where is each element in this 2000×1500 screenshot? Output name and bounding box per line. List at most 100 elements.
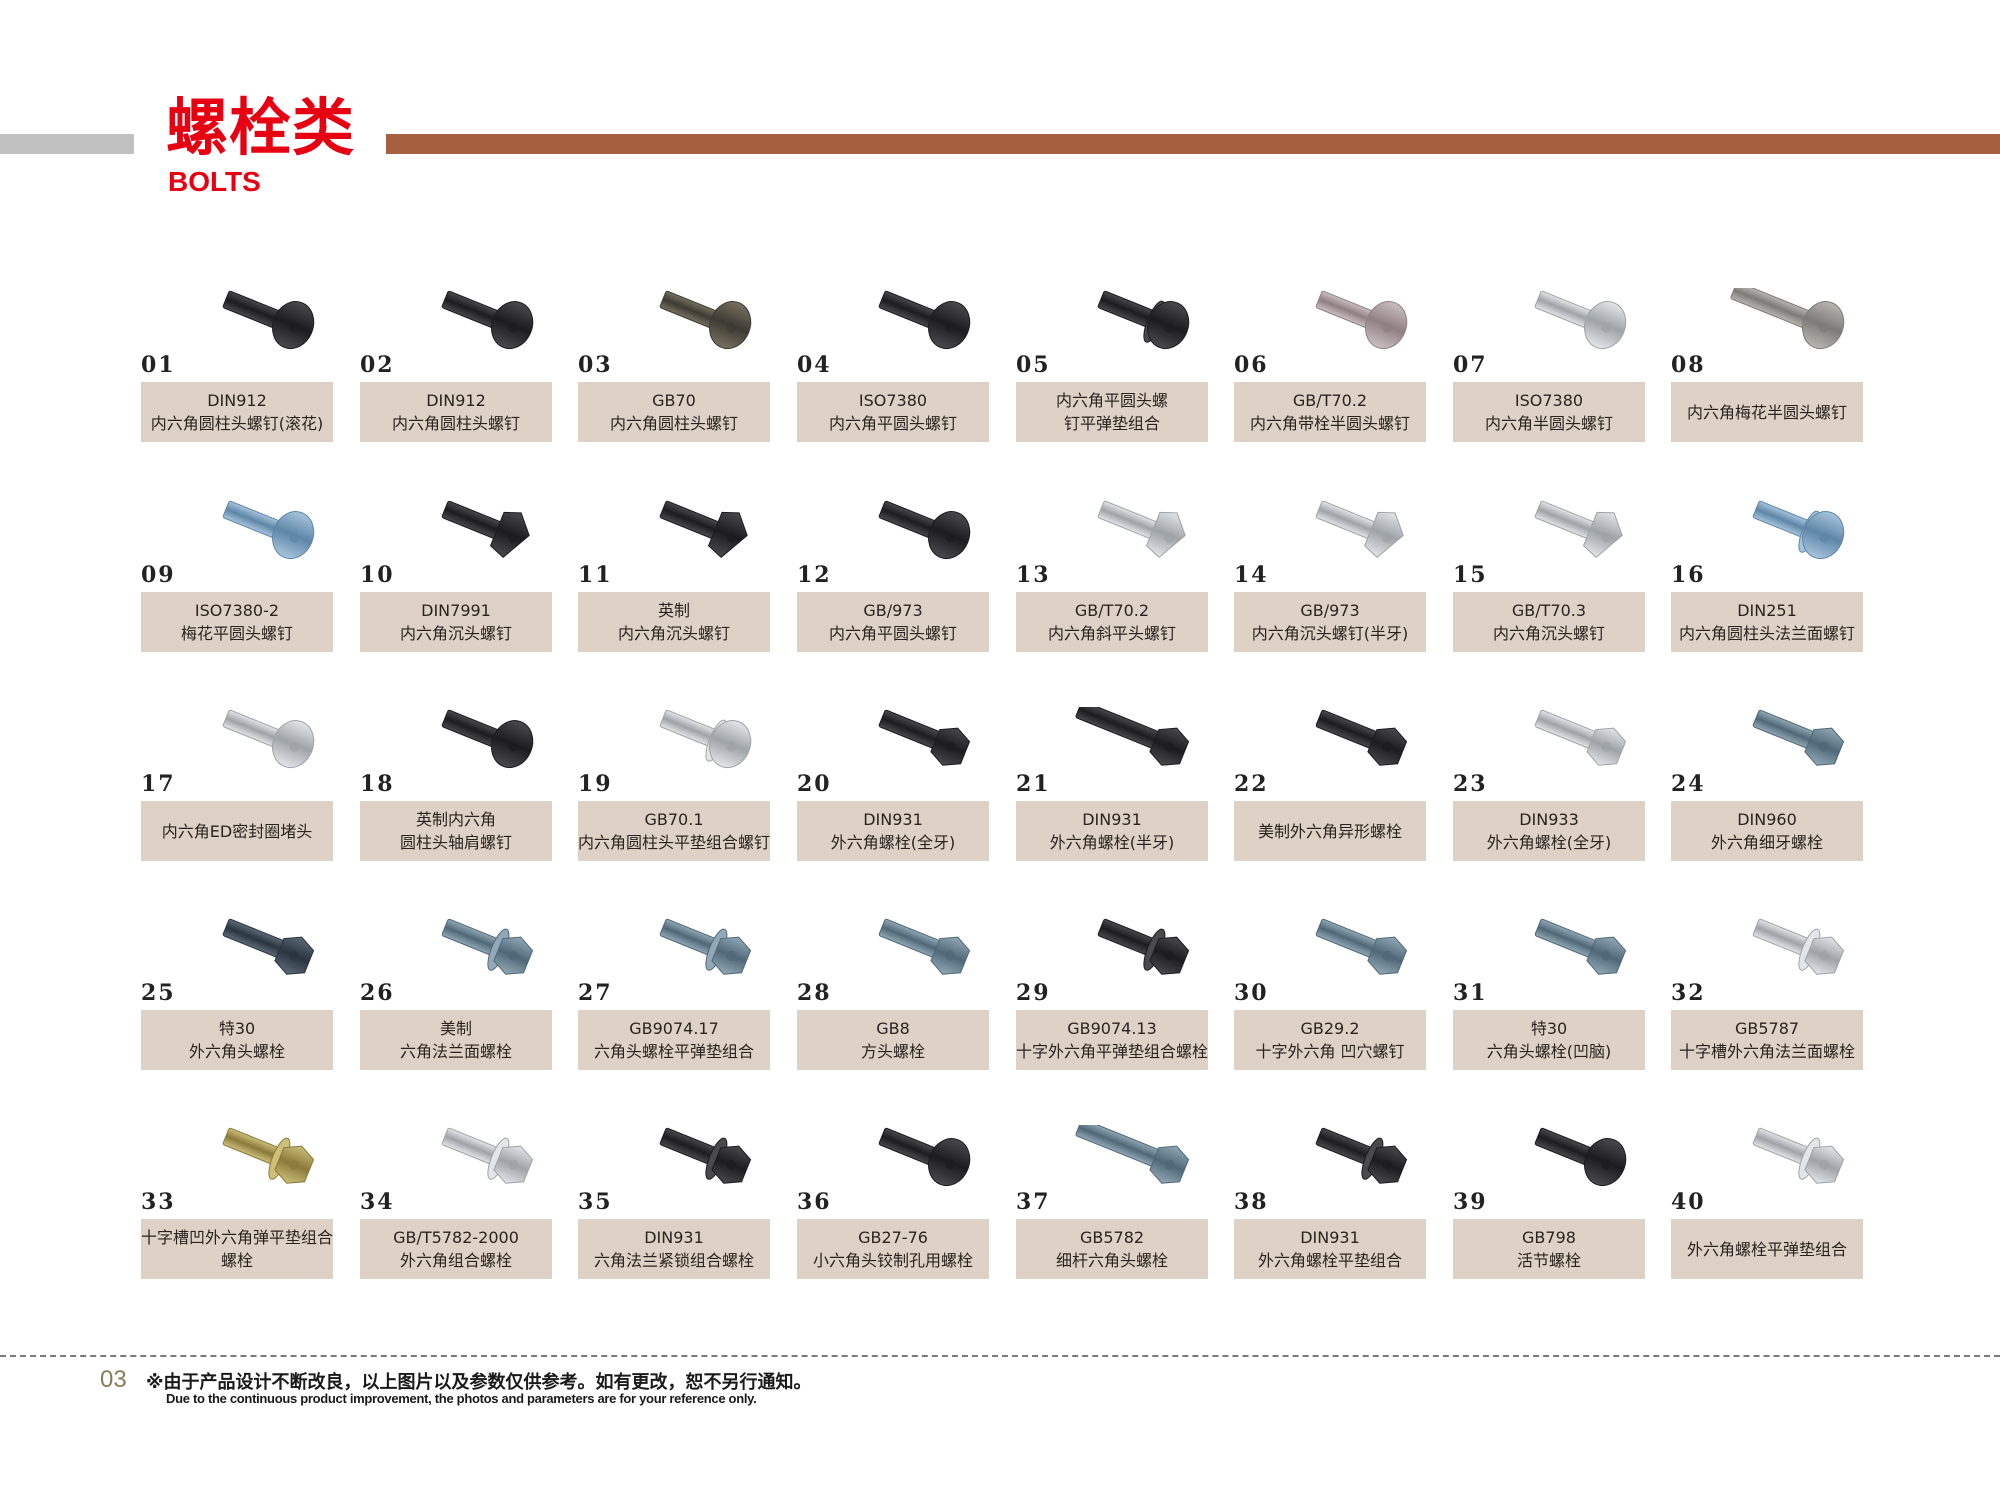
product-item: 31 特30 六角头螺栓(凹脑)	[1453, 916, 1645, 1126]
item-number: 23	[1453, 771, 1488, 797]
item-name: 内六角圆柱头螺钉(滚花)	[150, 414, 324, 433]
bolt-image	[659, 918, 752, 975]
item-number: 10	[360, 562, 395, 588]
product-item: 09 ISO7380-2 梅花平圆头螺钉	[141, 498, 333, 708]
bolt-image	[1752, 1127, 1845, 1184]
item-code: DIN931	[1300, 1228, 1360, 1247]
item-name: 圆柱头轴肩螺钉	[399, 833, 512, 852]
item-code: GB8	[876, 1019, 910, 1038]
item-label: DIN931 外六角螺栓(全牙)	[797, 801, 989, 861]
product-item: 20 DIN931 外六角螺栓(全牙)	[797, 707, 989, 917]
bolt-image	[878, 709, 971, 766]
item-number: 33	[141, 1189, 176, 1215]
item-name: 外六角螺栓(全牙)	[830, 833, 956, 852]
bolt-image	[441, 709, 534, 769]
item-label: 特30 外六角头螺栓	[141, 1010, 333, 1070]
item-number: 05	[1016, 352, 1051, 378]
item-label: GB/T70.2 内六角斜平头螺钉	[1016, 592, 1208, 652]
bolt-image	[1315, 1127, 1408, 1184]
item-code: ISO7380	[1514, 391, 1584, 410]
item-name: 内六角平圆头螺钉	[828, 624, 957, 643]
item-number: 29	[1016, 980, 1051, 1006]
page-title-cn: 螺栓类	[166, 91, 356, 164]
item-name: 内六角沉头螺钉(半牙)	[1251, 624, 1409, 643]
bolt-image	[1752, 918, 1845, 975]
item-code: GB70.1	[644, 810, 704, 829]
item-name: 十字槽外六角法兰面螺栓	[1678, 1042, 1855, 1061]
product-item: 15 GB/T70.3 内六角沉头螺钉	[1453, 498, 1645, 708]
item-name: 内六角平圆头螺钉	[828, 414, 957, 433]
item-label: 美制外六角异形螺栓	[1234, 801, 1426, 861]
item-name: 螺栓	[220, 1251, 253, 1270]
item-label: DIN251 内六角圆柱头法兰面螺钉	[1671, 592, 1863, 652]
item-name: 外六角螺栓平弹垫组合	[1686, 1239, 1847, 1259]
item-name: 活节螺栓	[1516, 1251, 1581, 1270]
item-name: 外六角头螺栓	[188, 1042, 285, 1061]
item-name: 六角头螺栓(凹脑)	[1486, 1042, 1612, 1061]
item-code: 内六角平圆头螺	[1055, 391, 1168, 410]
item-code: ISO7380-2	[194, 601, 280, 620]
item-code: GB/973	[863, 601, 923, 620]
product-item: 25 特30 外六角头螺栓	[141, 916, 333, 1126]
item-name: 六角法兰面螺栓	[399, 1042, 512, 1061]
product-item: 23 DIN933 外六角螺栓(全牙)	[1453, 707, 1645, 917]
item-code: GB5782	[1079, 1228, 1145, 1247]
bolt-image	[878, 1127, 971, 1187]
item-number: 30	[1234, 980, 1269, 1006]
page-title-en: BOLTS	[168, 166, 261, 197]
product-item: 38 DIN931 外六角螺栓平垫组合	[1234, 1125, 1426, 1335]
item-number: 31	[1453, 980, 1488, 1006]
item-number: 11	[578, 562, 613, 588]
item-name: 钉平弹垫组合	[1063, 414, 1160, 433]
bolt-image	[441, 1127, 534, 1184]
item-code: GB70	[652, 391, 696, 410]
item-code: DIN251	[1737, 601, 1797, 620]
item-label: DIN933 外六角螺栓(全牙)	[1453, 801, 1645, 861]
item-number: 16	[1671, 562, 1706, 588]
item-label: 英制 内六角沉头螺钉	[578, 592, 770, 652]
bolt-image	[659, 709, 752, 769]
item-code: GB/T70.2	[1292, 391, 1368, 410]
item-name: 内六角圆柱头螺钉	[391, 414, 520, 433]
bolt-image	[878, 500, 971, 560]
header-bar-right	[386, 134, 2000, 154]
item-name: 细杆六角头螺栓	[1055, 1251, 1168, 1270]
item-label: DIN912 内六角圆柱头螺钉	[360, 382, 552, 442]
product-item: 24 DIN960 外六角细牙螺栓	[1671, 707, 1863, 917]
item-code: DIN960	[1737, 810, 1797, 829]
item-label: 内六角梅花半圆头螺钉	[1671, 382, 1863, 442]
item-number: 38	[1234, 1189, 1269, 1215]
bolt-image	[878, 918, 971, 975]
item-label: 内六角ED密封圈堵头	[141, 801, 333, 861]
bolt-image	[1075, 1125, 1190, 1184]
product-item: 10 DIN7991 内六角沉头螺钉	[360, 498, 552, 708]
item-code: DIN933	[1519, 810, 1579, 829]
item-code: GB/T5782-2000	[393, 1228, 519, 1247]
bolt-image	[1534, 918, 1627, 975]
item-label: GB8 方头螺栓	[797, 1010, 989, 1070]
item-code: GB/T70.3	[1511, 601, 1587, 620]
product-item: 01 DIN912 内六角圆柱头螺钉(滚花)	[141, 288, 333, 498]
item-number: 09	[141, 562, 176, 588]
item-name: 外六角螺栓(全牙)	[1486, 833, 1612, 852]
product-item: 17 内六角ED密封圈堵头	[141, 707, 333, 917]
product-item: 33 十字槽凹外六角弹平垫组合 螺栓	[141, 1125, 333, 1335]
item-name: 六角法兰紧锁组合螺栓	[593, 1251, 754, 1270]
item-label: GB798 活节螺栓	[1453, 1219, 1645, 1279]
item-name: 内六角圆柱头螺钉	[609, 414, 738, 433]
item-name: 内六角圆柱头法兰面螺钉	[1678, 624, 1855, 643]
item-code: GB/T70.2	[1074, 601, 1150, 620]
header-bar-left	[0, 134, 134, 154]
bolt-image	[1752, 709, 1845, 766]
item-label: GB70.1 内六角圆柱头平垫组合螺钉	[578, 801, 770, 861]
item-code: GB29.2	[1300, 1019, 1360, 1038]
product-item: 08 内六角梅花半圆头螺钉	[1671, 288, 1863, 498]
item-label: 特30 六角头螺栓(凹脑)	[1453, 1010, 1645, 1070]
item-number: 35	[578, 1189, 613, 1215]
bolt-image	[1097, 500, 1186, 558]
item-code: GB9074.17	[629, 1019, 719, 1038]
item-label: 内六角平圆头螺 钉平弹垫组合	[1016, 382, 1208, 442]
item-number: 17	[141, 771, 176, 797]
item-code: GB27-76	[858, 1228, 928, 1247]
